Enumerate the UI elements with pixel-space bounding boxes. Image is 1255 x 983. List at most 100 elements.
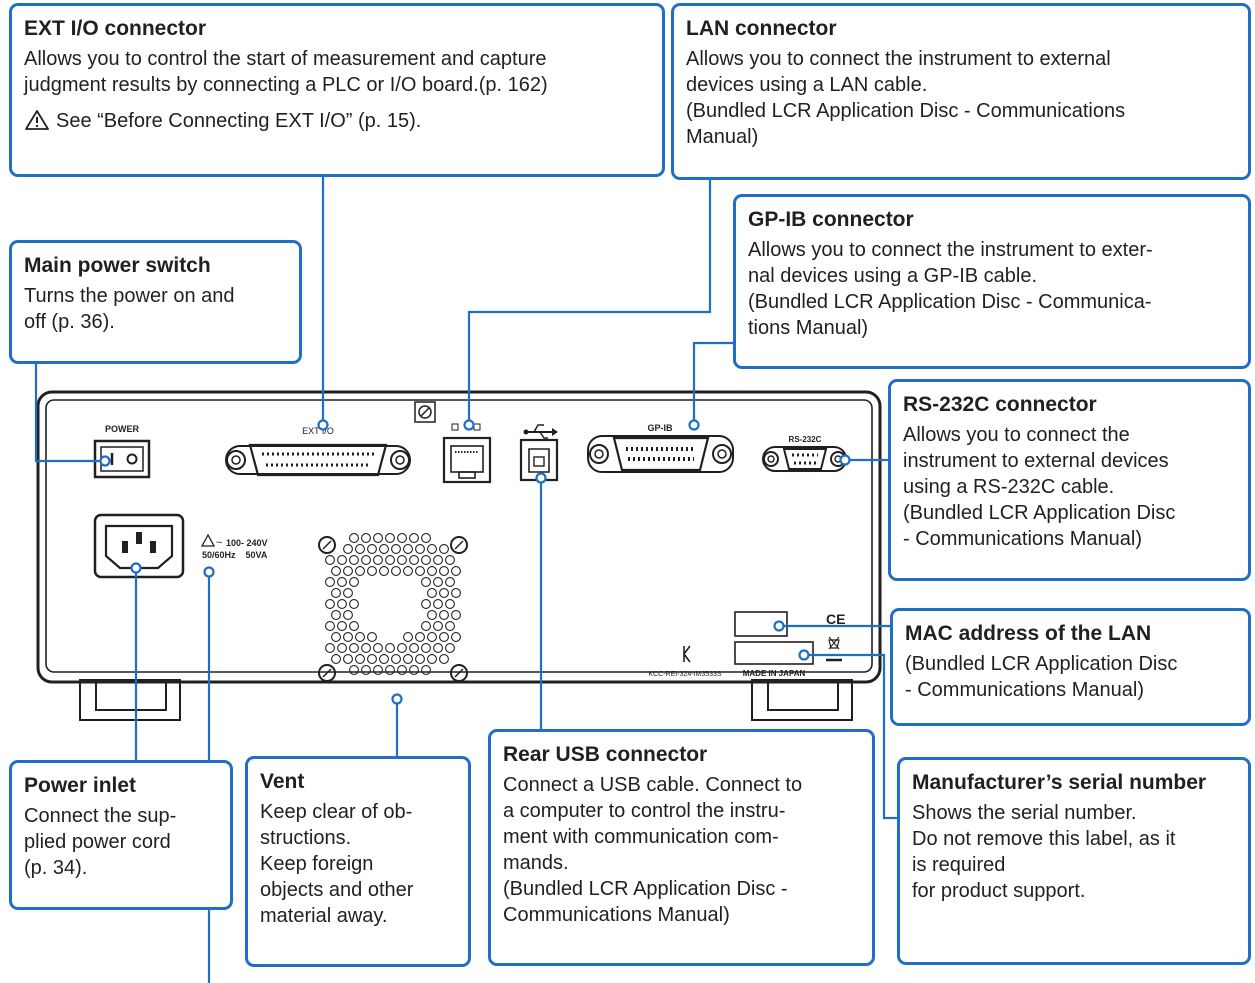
vent-hole — [379, 654, 389, 664]
vent-hole — [415, 632, 425, 642]
vent-hole — [331, 588, 341, 598]
vent-hole — [343, 566, 353, 576]
vent-hole — [421, 643, 431, 653]
vent-hole — [445, 643, 455, 653]
vent-hole — [361, 555, 371, 565]
vent-hole — [367, 566, 377, 576]
gpib-line-2: nal devices using a GP-IB cable. — [748, 265, 1038, 287]
vent-hole — [421, 665, 431, 675]
lan-line-4: Manual) — [686, 126, 759, 148]
vent-hole — [445, 555, 455, 565]
lan-line-3: (Bundled LCR Application Disc - Communic… — [686, 100, 1126, 122]
lan-line-1: Allows you to connect the instrument to … — [686, 48, 1111, 70]
main-power-line-1: Turns the power on and — [24, 285, 235, 307]
rs232c-line-2: instrument to external devices — [903, 450, 1169, 472]
vent-hole — [343, 588, 353, 598]
power-inlet-line-1: Connect the sup- — [24, 805, 177, 827]
vent-hole — [331, 566, 341, 576]
vent-hole — [355, 566, 365, 576]
vent-hole — [427, 654, 437, 664]
vent-line-4: objects and other — [260, 879, 414, 901]
vent-screw — [318, 536, 336, 554]
voltage-label: 100- 240V — [226, 538, 268, 548]
mac-line-2: - Communications Manual) — [905, 679, 1144, 701]
rs232c-title: RS-232C connector — [903, 393, 1097, 416]
lan-title: LAN connector — [686, 17, 837, 40]
mac-line-1: (Bundled LCR Application Disc — [905, 653, 1178, 675]
ext-io-description: Allows you to control the start of measu… — [24, 46, 650, 98]
vent-hole — [385, 533, 395, 543]
main-power-line-2: off (p. 36). — [24, 311, 115, 333]
vent-hole — [355, 632, 365, 642]
vent-hole — [337, 621, 347, 631]
vent-hole — [397, 665, 407, 675]
vent-hole — [433, 555, 443, 565]
usb-connector-graphic — [519, 424, 559, 482]
vent-hole — [337, 555, 347, 565]
vent-hole — [445, 577, 455, 587]
vent-hole — [433, 599, 443, 609]
mac-title: MAC address of the LAN — [905, 622, 1152, 645]
vent-hole — [379, 566, 389, 576]
label-plates — [683, 611, 842, 665]
feet — [79, 679, 853, 721]
vent-hole — [415, 544, 425, 554]
vent-hole — [379, 544, 389, 554]
usb-line-6: Communications Manual) — [503, 904, 730, 926]
lan-line-2: devices using a LAN cable. — [686, 74, 928, 96]
power-inlet-line-2: plied power cord — [24, 831, 171, 853]
vent-hole — [409, 643, 419, 653]
vent-screw — [318, 664, 336, 682]
vent-hole — [349, 555, 359, 565]
vent-hole — [367, 654, 377, 664]
vent-hole — [421, 555, 431, 565]
vent-hole — [343, 654, 353, 664]
usb-line-4: mands. — [503, 852, 569, 874]
vent-hole — [427, 632, 437, 642]
vent-hole — [415, 566, 425, 576]
usb-line-3: ment with communication com- — [503, 826, 779, 848]
vent-hole — [349, 621, 359, 631]
usb-description: Connect a USB cable. Connect to a comput… — [503, 772, 860, 928]
vent-hole — [451, 566, 461, 576]
vent-grille-graphic — [318, 533, 468, 682]
vent-hole — [325, 555, 335, 565]
serial-line-4: for product support. — [912, 880, 1086, 902]
vent-hole — [331, 632, 341, 642]
vent-hole — [403, 544, 413, 554]
gpib-connector-graphic — [587, 435, 734, 473]
main-power-description: Turns the power on and off (p. 36). — [24, 283, 287, 335]
vent-hole — [373, 643, 383, 653]
warning-icon — [25, 110, 49, 130]
vent-hole — [325, 577, 335, 587]
vent-hole — [391, 654, 401, 664]
vent-hole — [451, 588, 461, 598]
vent-hole — [349, 643, 359, 653]
callout-serial-number: Manufacturer’s serial number Shows the s… — [897, 757, 1251, 965]
rs232c-line-1: Allows you to connect the — [903, 424, 1130, 446]
gpib-title: GP-IB connector — [748, 208, 914, 231]
vent-hole — [337, 643, 347, 653]
vent-hole — [331, 654, 341, 664]
vent-hole — [439, 588, 449, 598]
vent-line-5: material away. — [260, 905, 388, 927]
vent-hole — [409, 665, 419, 675]
vent-hole — [391, 566, 401, 576]
vent-hole — [409, 555, 419, 565]
vent-hole — [325, 599, 335, 609]
power-inlet-line-3: (p. 34). — [24, 857, 88, 879]
ce-mark: CE — [826, 611, 845, 627]
ext-io-connector-graphic — [225, 443, 411, 477]
vent-hole — [409, 533, 419, 543]
rs232c-line-4: (Bundled LCR Application Disc — [903, 502, 1176, 524]
vent-hole — [373, 533, 383, 543]
rating-label: 50/60Hz 50VA — [202, 550, 268, 560]
rs232c-description: Allows you to connect the instrument to … — [903, 422, 1236, 552]
vent-hole — [343, 544, 353, 554]
power-inlet-description: Connect the sup- plied power cord (p. 34… — [24, 803, 218, 881]
kcc-label: KCC-REI-324-IM3533S — [648, 671, 721, 678]
gpib-description: Allows you to connect the instrument to … — [748, 237, 1236, 341]
vent-title: Vent — [260, 770, 305, 793]
gpib-line-4: tions Manual) — [748, 317, 869, 339]
